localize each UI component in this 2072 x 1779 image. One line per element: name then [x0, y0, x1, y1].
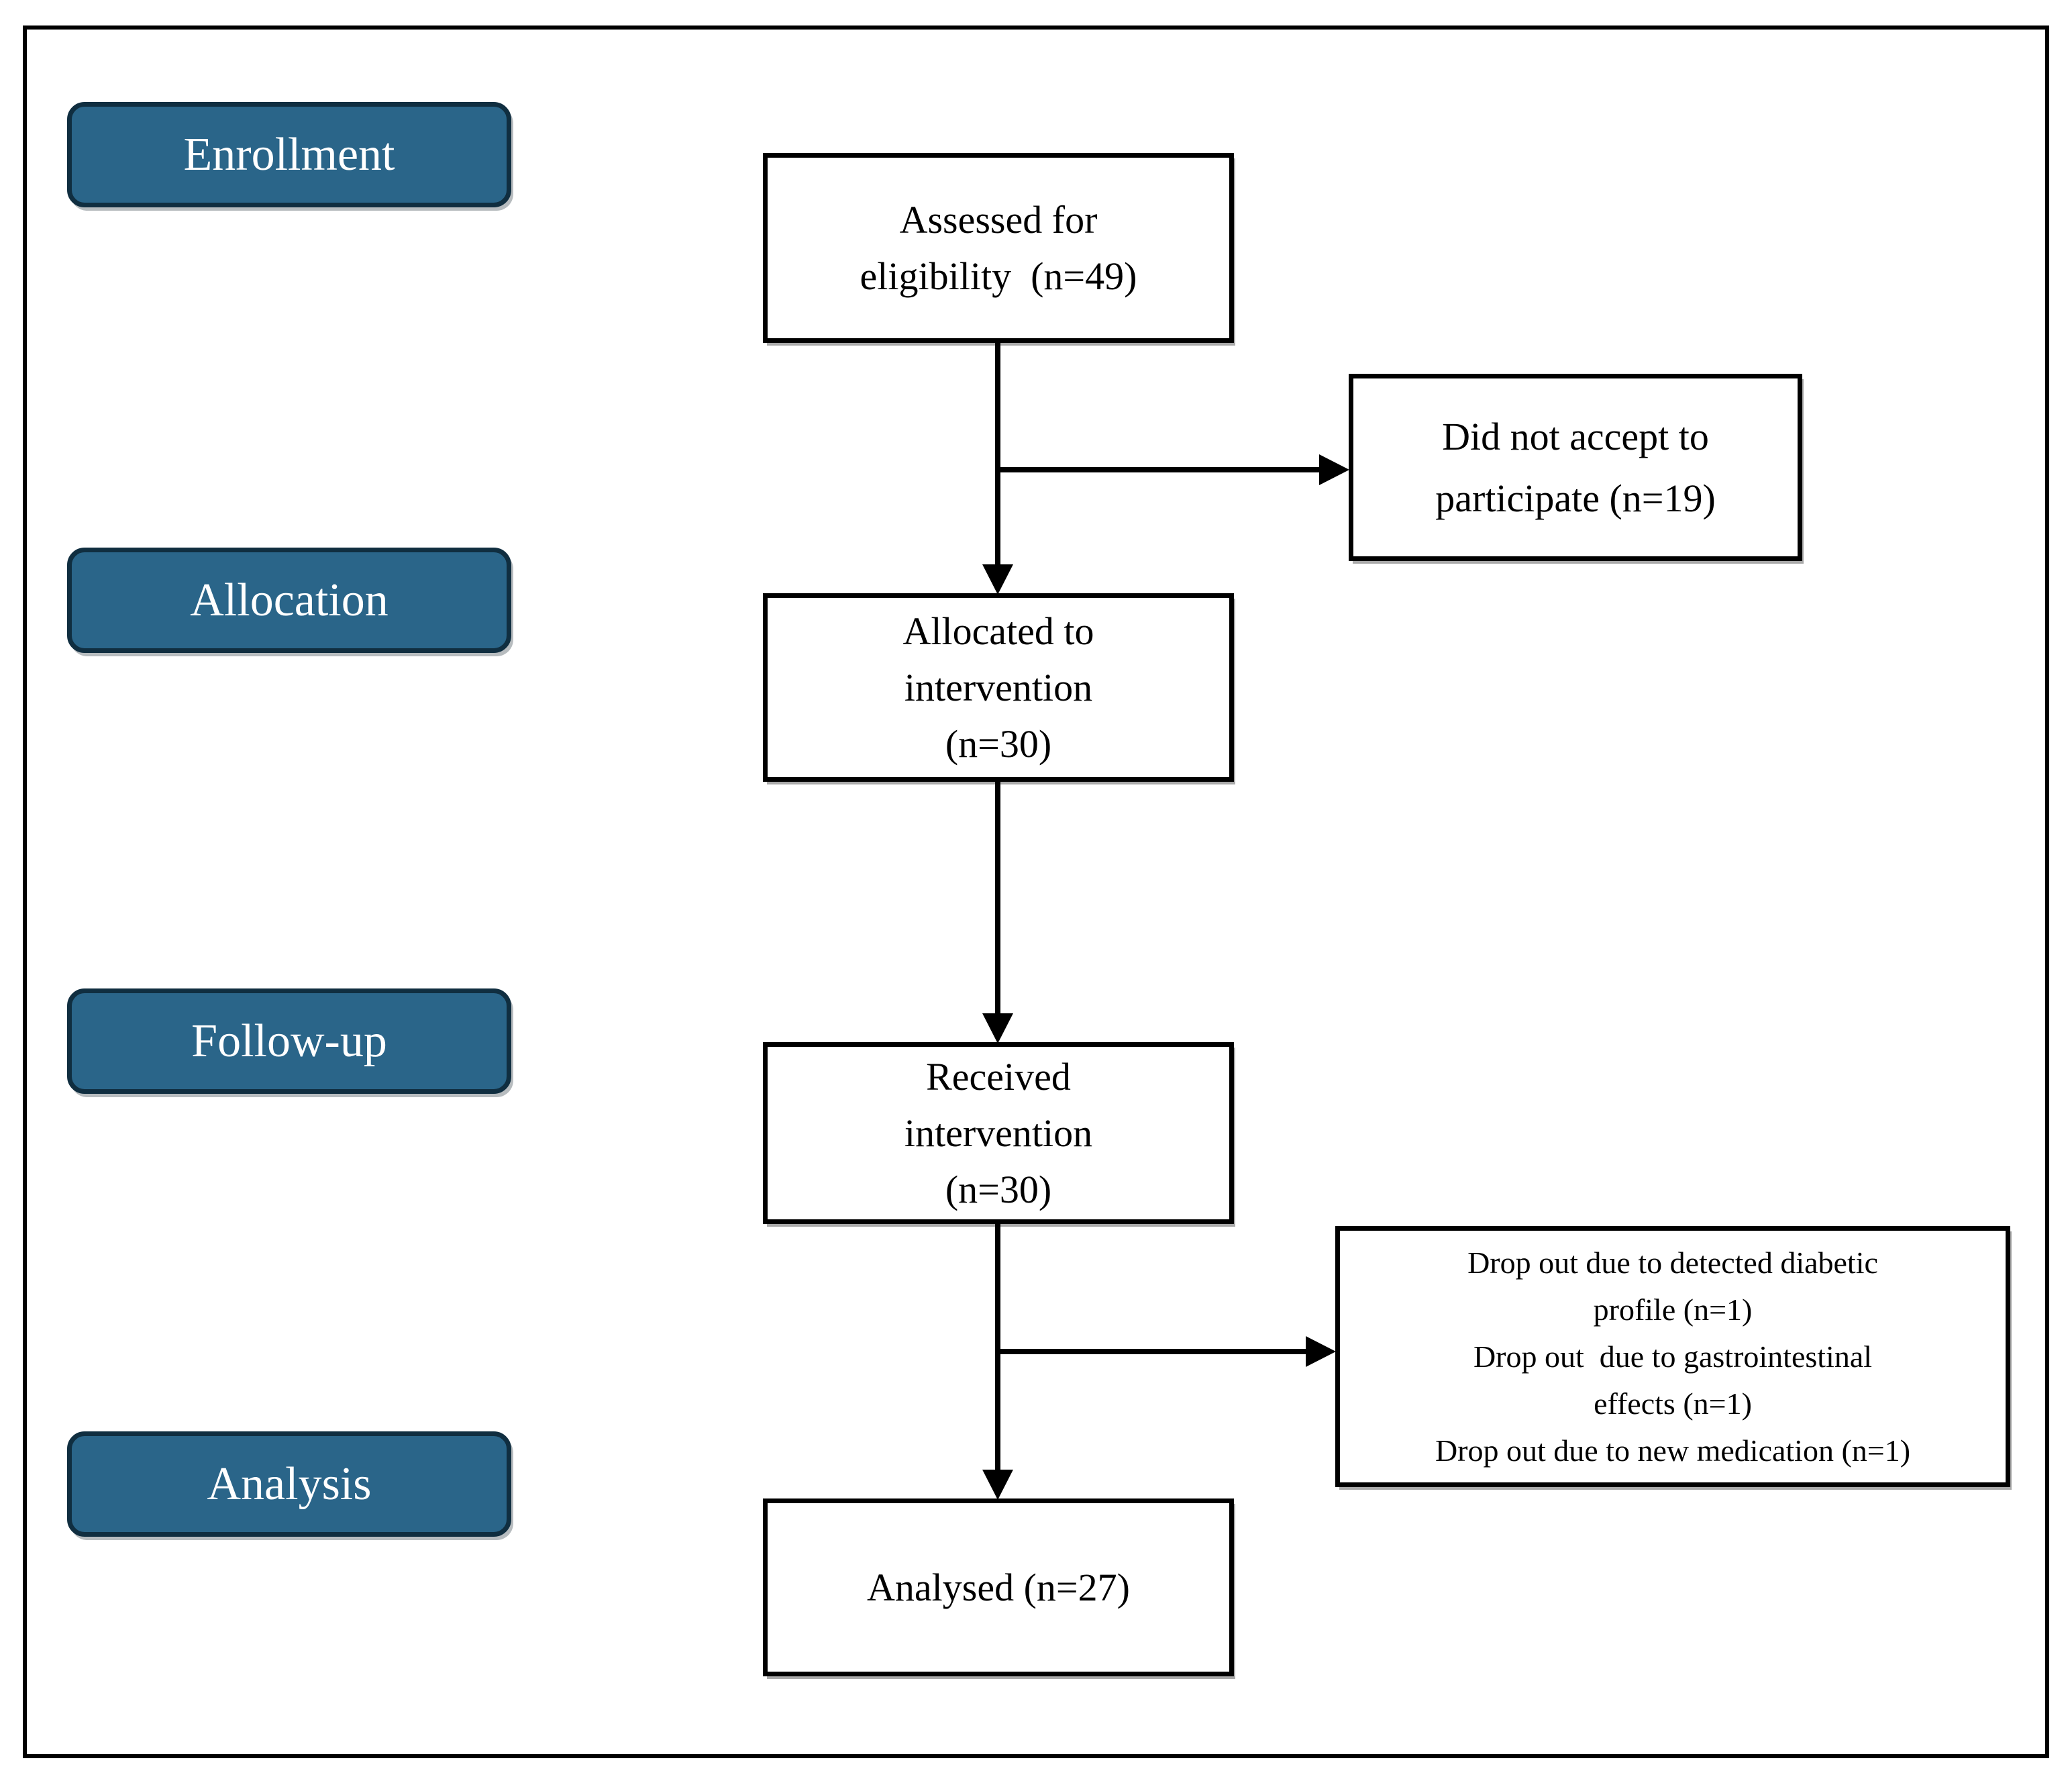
flow-box-allocated: Allocated to intervention (n=30)	[763, 593, 1234, 782]
flow-box-line: Analysed (n=27)	[867, 1565, 1130, 1609]
stage-label-text: Analysis	[207, 1458, 372, 1510]
arrowhead-right-icon	[1306, 1336, 1336, 1367]
flow-box-line: eligibility (n=49)	[860, 254, 1137, 298]
side-box-line: profile (n=1)	[1593, 1292, 1753, 1327]
side-box-line: effects (n=1)	[1594, 1386, 1752, 1421]
arrow-line-to-did-not-accept	[998, 467, 1322, 472]
flow-box-line: (n=30)	[945, 1167, 1052, 1211]
flow-box-line: Received	[926, 1054, 1071, 1099]
arrowhead-down-icon	[982, 564, 1013, 595]
arrow-line-received-to-analysed	[995, 1220, 1000, 1470]
figure-border	[23, 26, 2049, 1758]
stage-label-enrollment: Enrollment	[67, 102, 511, 207]
arrowhead-right-icon	[1319, 454, 1349, 485]
stage-label-text: Enrollment	[183, 128, 395, 181]
flow-box-line: Allocated to	[902, 609, 1094, 653]
flow-box-line: Assessed for	[899, 197, 1098, 242]
side-box-line: Drop out due to detected diabetic	[1467, 1245, 1878, 1280]
arrow-line-to-drop-out	[998, 1349, 1306, 1354]
stage-label-analysis: Analysis	[67, 1431, 511, 1537]
arrowhead-down-icon	[982, 1470, 1013, 1500]
flow-box-analysed: Analysed (n=27)	[763, 1498, 1234, 1676]
side-box-line: Drop out due to new medication (n=1)	[1435, 1433, 1911, 1468]
flow-box-assessed: Assessed for eligibility (n=49)	[763, 153, 1234, 343]
side-box-line: Did not accept to	[1442, 414, 1709, 458]
arrow-line-assessed-to-allocated	[995, 339, 1000, 569]
arrow-line-allocated-to-received	[995, 777, 1000, 1014]
flow-box-line: (n=30)	[945, 721, 1052, 766]
stage-label-allocation: Allocation	[67, 548, 511, 653]
stage-label-follow-up: Follow-up	[67, 988, 511, 1094]
stage-label-text: Allocation	[190, 574, 389, 626]
flow-box-received: Received intervention (n=30)	[763, 1042, 1234, 1224]
flow-box-line: intervention	[904, 665, 1093, 709]
flow-box-line: intervention	[904, 1111, 1093, 1155]
side-box-line: Drop out due to gastrointestinal	[1473, 1339, 1873, 1374]
arrowhead-down-icon	[982, 1013, 1013, 1044]
side-box-line: participate (n=19)	[1435, 476, 1716, 520]
side-box-did-not-accept: Did not accept to participate (n=19)	[1349, 374, 1802, 561]
side-box-drop-out: Drop out due to detected diabetic profil…	[1335, 1226, 2010, 1487]
stage-label-text: Follow-up	[191, 1015, 387, 1067]
